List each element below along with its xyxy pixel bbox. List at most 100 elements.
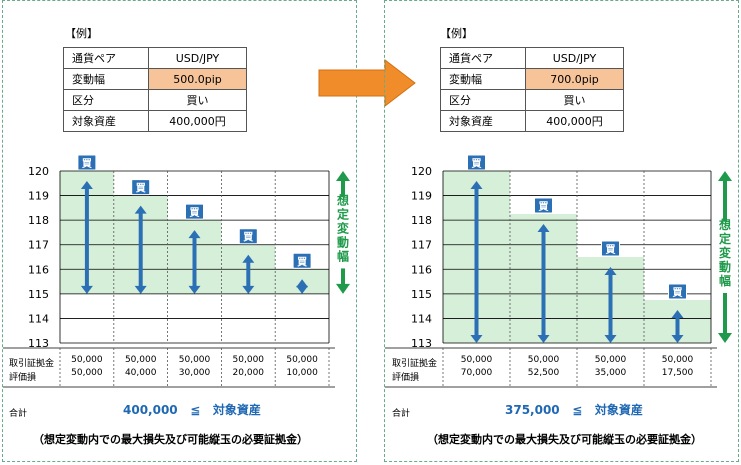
loss-value: 70,000 [461, 368, 493, 378]
y-tick-label: 115 [411, 288, 432, 301]
total-value: 375,000 [505, 403, 560, 417]
margin-value: 50,000 [662, 355, 694, 365]
y-tick-label: 114 [28, 312, 49, 325]
margin-value: 50,000 [528, 355, 560, 365]
total-equation: 400,000 ≦ 対象資産 [123, 401, 261, 418]
buy-badge-label: 買 [136, 183, 146, 195]
range-label-char: 想 [718, 217, 731, 232]
range-label-char: 変 [337, 220, 350, 235]
margin-value: 50,000 [595, 355, 627, 365]
loss-value: 35,000 [595, 368, 627, 378]
info-value: USD/JPY [525, 47, 624, 69]
y-tick-label: 119 [28, 190, 49, 203]
info-value: USD/JPY [148, 47, 247, 69]
buy-badge [292, 252, 312, 269]
buy-badge [131, 179, 151, 196]
info-key: 対象資産 [63, 110, 149, 132]
buy-badge-label: 買 [539, 201, 549, 213]
arrow-head-up-icon [296, 279, 309, 288]
buy-badge-label: 買 [243, 232, 253, 244]
total-label: 合計 [392, 409, 411, 419]
loss-row-label: 評価損 [392, 373, 420, 383]
y-tick-label: 118 [28, 214, 49, 227]
y-tick-label: 117 [411, 239, 432, 252]
range-label-char: 幅 [719, 273, 731, 288]
range-arrow-up-icon [718, 171, 732, 181]
buy-badge-label: 買 [606, 244, 616, 256]
arrow-head-up-icon [604, 267, 617, 275]
arrow-head-down-icon [296, 285, 309, 294]
loss-value: 52,500 [528, 368, 560, 378]
footnote: （想定変動内での最大損失及び可能縦玉の必要証拠金） [33, 433, 308, 446]
range-label-char: 定 [719, 231, 731, 246]
y-tick-label: 119 [411, 190, 432, 203]
margin-value: 50,000 [286, 355, 318, 365]
range-arrow-down-icon [336, 283, 350, 294]
buy-badge [601, 240, 620, 257]
range-label-bg [335, 196, 351, 269]
info-key: 対象資産 [440, 110, 526, 132]
y-tick-label: 118 [411, 214, 432, 227]
example-label: 【例】 [440, 27, 473, 40]
price-chart-left: 120119118117116115114113買買買買買50,00050,00… [3, 154, 351, 388]
range-arrow-down-icon [718, 333, 732, 343]
total-label: 合計 [9, 409, 28, 419]
y-tick-label: 120 [28, 165, 49, 178]
arrow-head-up-icon [537, 224, 550, 232]
arrow-head-down-icon [134, 285, 147, 294]
arrow-head-up-icon [242, 254, 255, 263]
arrow-head-down-icon [242, 285, 255, 294]
info-key: 区分 [440, 89, 526, 111]
footnote: （想定変動内での最大損失及び可能縦玉の必要証拠金） [427, 433, 702, 446]
buy-badge-label: 買 [297, 256, 307, 268]
y-tick-label: 113 [411, 337, 432, 350]
transition-arrow-icon [318, 58, 416, 108]
margin-value: 50,000 [461, 355, 493, 365]
buy-badge [467, 154, 486, 171]
y-tick-label: 113 [28, 337, 49, 350]
buy-badge [534, 197, 553, 214]
row-type: 区分買い [440, 89, 624, 111]
arrow-head-down-icon [470, 335, 483, 343]
range-label-char: 動 [719, 259, 731, 274]
buy-badge-label: 買 [190, 207, 200, 219]
info-value-range: 700.0pip [525, 68, 624, 90]
buy-badge [238, 228, 258, 245]
example-label: 【例】 [65, 27, 98, 40]
info-value: 400,000円 [148, 110, 247, 132]
loss-value: 30,000 [179, 368, 211, 378]
y-tick-label: 120 [411, 165, 432, 178]
buy-badge [668, 283, 687, 300]
arrow-head-up-icon [671, 310, 684, 318]
arrow-head-down-icon [537, 335, 550, 343]
buy-badge-label: 買 [82, 158, 92, 170]
margin-value: 50,000 [125, 355, 157, 365]
loss-value: 20,000 [233, 368, 265, 378]
info-value: 400,000円 [525, 110, 624, 132]
y-tick-label: 116 [28, 263, 49, 276]
range-label-char: 想 [336, 192, 349, 207]
arrow-head-down-icon [80, 285, 93, 294]
margin-value: 50,000 [179, 355, 211, 365]
margin-row-label: 取引証拠金 [9, 359, 55, 369]
y-tick-label: 117 [28, 239, 49, 252]
arrow-head-up-icon [470, 181, 483, 189]
range-label-char: 定 [337, 206, 349, 221]
buy-badge-label: 買 [472, 158, 482, 170]
arrow-head-up-icon [134, 205, 147, 214]
arrow-head-down-icon [188, 285, 201, 294]
y-tick-label: 115 [28, 288, 49, 301]
range-label-char: 変 [719, 245, 732, 260]
margin-row-label: 取引証拠金 [392, 359, 438, 369]
range-label-bg [717, 221, 733, 293]
